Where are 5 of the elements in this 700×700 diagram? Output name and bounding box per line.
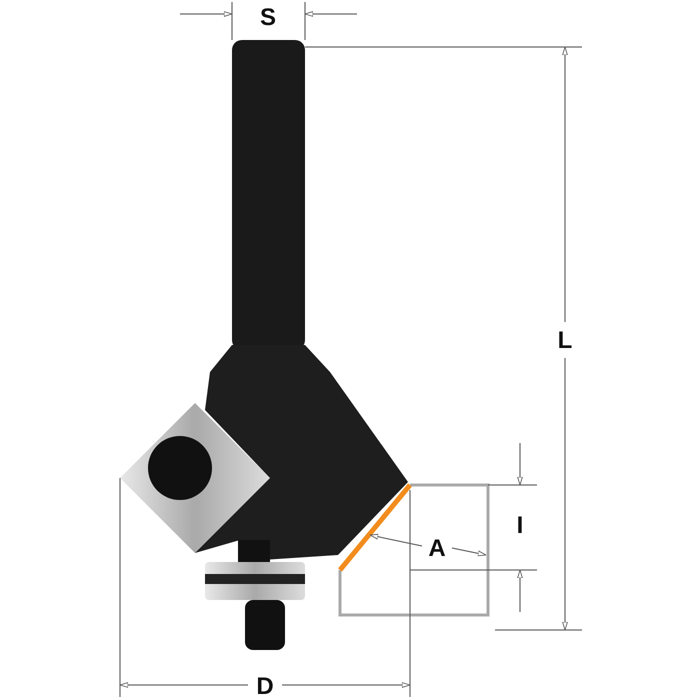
dimension-label: D — [256, 673, 274, 700]
dimension-label: I — [516, 512, 524, 539]
dimension-label: S — [260, 4, 276, 31]
dimension-label: A — [428, 535, 446, 562]
dimension-label: L — [558, 327, 572, 354]
